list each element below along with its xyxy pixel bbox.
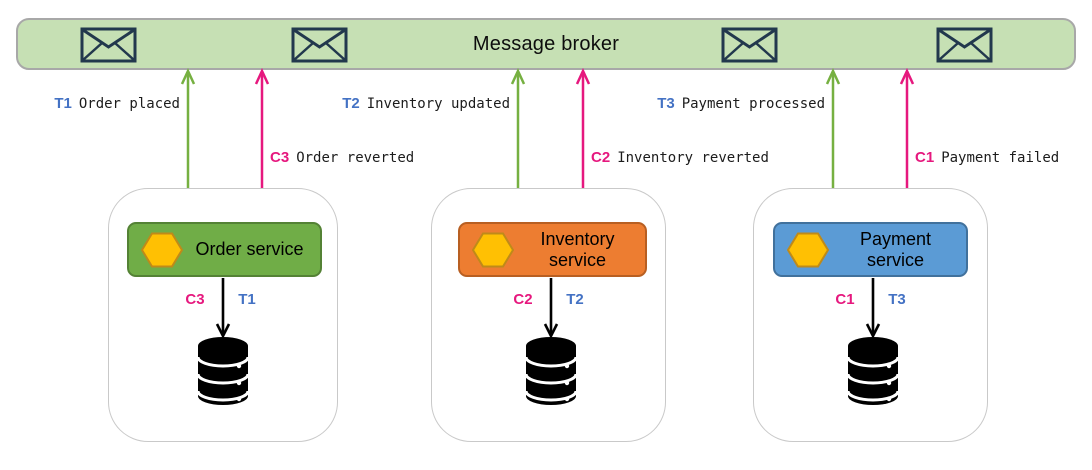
- flow-prefix: C2: [591, 149, 611, 166]
- flow-label-c3: C3 Order reverted: [270, 149, 414, 166]
- payment-service-node: Payment service: [773, 222, 968, 277]
- service-name: Inventory service: [540, 228, 615, 270]
- transaction-arrow-t3: [825, 68, 841, 188]
- service-name: Order service: [195, 239, 304, 259]
- hexagon-icon: [472, 232, 514, 267]
- flow-prefix: T1: [54, 95, 72, 112]
- broker-title: Message broker: [472, 32, 620, 55]
- compensation-arrow-c1: [899, 68, 915, 188]
- inventory-service-node: Inventory service: [458, 222, 647, 277]
- flow-text: Order placed: [78, 96, 180, 112]
- flow-label-t2: T2 Inventory updated: [342, 95, 510, 112]
- transaction-tag-inventory: T2: [566, 291, 584, 308]
- flow-text: Inventory reverted: [617, 150, 769, 166]
- message-broker-bar: Message broker: [16, 18, 1076, 70]
- service-to-db-arrow: [215, 278, 231, 338]
- compensation-arrow-c2: [575, 68, 591, 188]
- flow-text: Order reverted: [296, 150, 415, 166]
- compensation-tag-inventory: C2: [513, 291, 533, 308]
- transaction-tag-payment: T3: [888, 291, 906, 308]
- flow-prefix: T2: [342, 95, 360, 112]
- order-service-node: Order service: [127, 222, 322, 277]
- envelope-icon: [80, 27, 137, 63]
- hexagon-icon: [787, 232, 829, 267]
- hexagon-icon: [141, 232, 183, 267]
- database-icon: [525, 337, 577, 405]
- database-icon: [847, 337, 899, 405]
- flow-text: Payment failed: [941, 150, 1060, 166]
- flow-text: Inventory updated: [366, 96, 510, 112]
- envelope-icon: [291, 27, 348, 63]
- service-name: Payment service: [859, 228, 932, 270]
- service-to-db-arrow: [543, 278, 559, 338]
- envelope-icon: [721, 27, 778, 63]
- transaction-arrow-t1: [180, 68, 196, 188]
- flow-label-c2: C2 Inventory reverted: [591, 149, 769, 166]
- flow-label-c1: C1 Payment failed: [915, 149, 1059, 166]
- flow-prefix: T3: [657, 95, 675, 112]
- flow-label-t3: T3 Payment processed: [657, 95, 825, 112]
- compensation-arrow-c3: [254, 68, 270, 188]
- transaction-arrow-t2: [510, 68, 526, 188]
- flow-text: Payment processed: [681, 96, 825, 112]
- service-to-db-arrow: [865, 278, 881, 338]
- compensation-tag-order: C3: [185, 291, 205, 308]
- flow-prefix: C3: [270, 149, 290, 166]
- flow-prefix: C1: [915, 149, 935, 166]
- flow-label-t1: T1 Order placed: [54, 95, 180, 112]
- envelope-icon: [936, 27, 993, 63]
- transaction-tag-order: T1: [238, 291, 256, 308]
- compensation-tag-payment: C1: [835, 291, 855, 308]
- database-icon: [197, 337, 249, 405]
